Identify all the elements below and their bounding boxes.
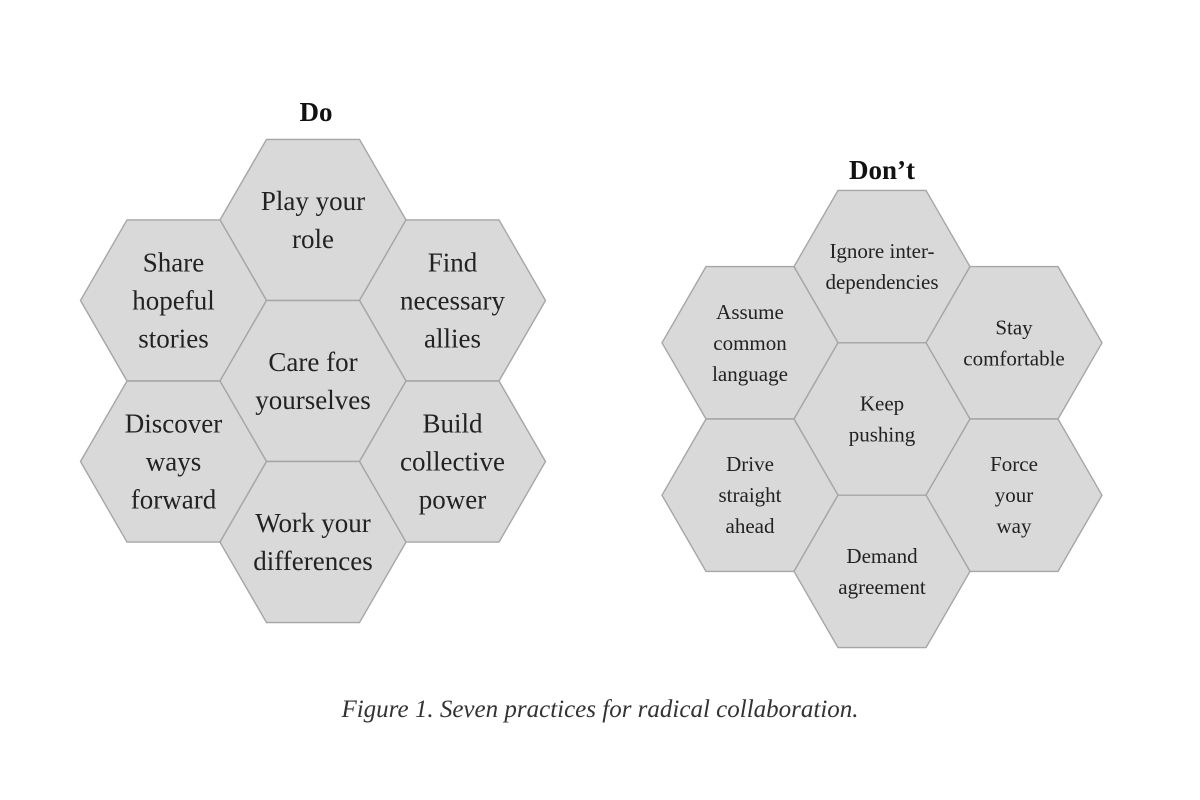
hexagon-label: Stay comfortable xyxy=(963,315,1064,370)
hexagon-label: Discover ways forward xyxy=(125,409,222,515)
hexagon-label: Find necessary allies xyxy=(400,248,505,354)
hexagon-label: Share hopeful stories xyxy=(132,248,214,354)
hexagon-label: Demand agreement xyxy=(838,544,926,599)
hexagon-label: Force your way xyxy=(990,452,1038,538)
hexagon xyxy=(793,494,971,649)
dont-cell-lower-left: Drive straight ahead xyxy=(661,418,839,573)
figure-caption: Figure 1. Seven practices for radical co… xyxy=(341,696,859,723)
do-title: Do xyxy=(300,97,333,127)
label-line: agreement xyxy=(838,575,926,599)
label-line: Drive xyxy=(726,452,774,476)
do-cell-lower-right: Build collective power xyxy=(358,380,547,543)
label-line: Assume xyxy=(716,300,784,324)
label-line: differences xyxy=(253,546,372,576)
hexagon-label: Keep pushing xyxy=(849,392,916,447)
do-cell-bottom: Work your differences xyxy=(219,460,407,624)
label-line: Build xyxy=(422,409,483,439)
label-line: Care for xyxy=(268,347,357,377)
dont-cell-bottom: Demand agreement xyxy=(793,494,971,649)
label-line: Find xyxy=(428,248,478,278)
label-line: Ignore inter- xyxy=(829,239,934,263)
label-line: Work your xyxy=(255,508,371,538)
do-cell-center: Care for yourselves xyxy=(219,299,407,463)
label-line: hopeful xyxy=(132,286,214,316)
label-line: ahead xyxy=(726,514,775,538)
label-line: stories xyxy=(138,324,209,354)
hexagon-label: Play your role xyxy=(261,186,365,254)
do-cell-lower-left: Discover ways forward xyxy=(79,380,268,543)
label-line: collective xyxy=(400,447,505,477)
label-line: forward xyxy=(131,485,217,515)
do-cell-top: Play your role xyxy=(219,138,407,302)
hexagon-label: Assume common language xyxy=(712,300,788,386)
label-line: Stay xyxy=(995,315,1033,339)
label-line: power xyxy=(419,485,486,515)
dont-cell-center: Keep pushing xyxy=(793,342,971,496)
label-line: common xyxy=(713,331,787,355)
hexagon xyxy=(219,460,407,624)
label-line: language xyxy=(712,362,788,386)
label-line: necessary xyxy=(400,286,505,316)
label-line: pushing xyxy=(849,423,916,447)
dont-cell-top: Ignore inter-dependencies xyxy=(793,189,971,344)
dont-cell-lower-right: Force your way xyxy=(925,418,1103,573)
hexagon-label: Work your differences xyxy=(253,508,372,576)
label-line: ways xyxy=(146,447,202,477)
label-line: dependencies xyxy=(825,270,938,294)
label-line: straight xyxy=(719,483,782,507)
label-line: allies xyxy=(424,324,481,354)
label-line: Play your xyxy=(261,186,365,216)
hexagon-label: Drive straight ahead xyxy=(719,452,782,538)
label-line: Demand xyxy=(846,544,918,568)
label-line: comfortable xyxy=(963,346,1064,370)
label-line: Force xyxy=(990,452,1038,476)
hexagon-label: Build collective power xyxy=(400,409,505,515)
label-line: role xyxy=(292,224,334,254)
hexagon-label: Care for yourselves xyxy=(255,347,370,415)
label-line: way xyxy=(997,514,1032,538)
label-line: yourselves xyxy=(255,385,370,415)
label-line: Share xyxy=(143,248,204,278)
dont-title: Don’t xyxy=(849,155,915,185)
label-line: your xyxy=(995,483,1034,507)
label-line: Keep xyxy=(860,392,904,416)
hexagon-label: Ignore inter-dependencies xyxy=(825,239,938,294)
label-line: Discover xyxy=(125,409,222,439)
